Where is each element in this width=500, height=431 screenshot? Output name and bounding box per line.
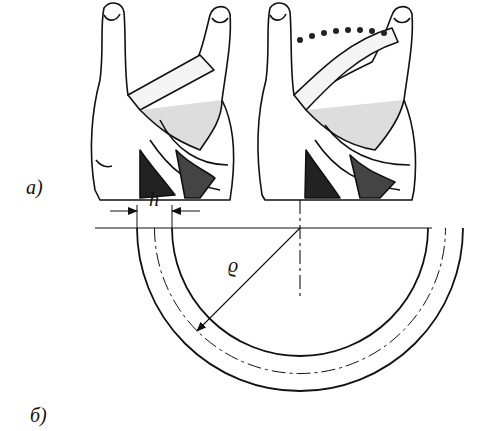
hand-left xyxy=(91,3,233,200)
dimension-label: h xyxy=(149,189,159,209)
hand-right xyxy=(258,3,415,200)
panel-label: а) xyxy=(26,177,43,197)
radius-label: ϱ xyxy=(228,255,238,275)
ring-section xyxy=(95,200,463,391)
panel-label: б) xyxy=(30,405,47,425)
